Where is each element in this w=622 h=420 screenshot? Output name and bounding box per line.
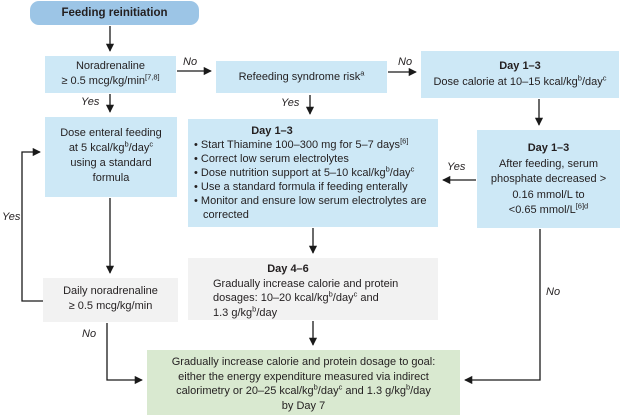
bullet-item: Use a standard formula if feeding entera… bbox=[194, 180, 432, 194]
node-text-line: Refeeding syndrome riska bbox=[238, 67, 365, 83]
node-text-line: at 5 kcal/kgb/dayc bbox=[68, 139, 154, 154]
node-text-line: 0.16 mmol/L to bbox=[512, 188, 585, 201]
node-header: Day 1–3 bbox=[251, 125, 293, 137]
node-text-line: using a standard bbox=[70, 157, 152, 169]
node-text-line: either the energy expenditure measured v… bbox=[178, 370, 429, 383]
node-text-line: After feeding, serum bbox=[498, 157, 599, 170]
node-day13-plan: Day 1–3 Start Thiamine 100–300 mg for 5–… bbox=[188, 119, 438, 227]
node-text-line: Dose enteral feeding bbox=[60, 127, 162, 139]
node-text-line: formula bbox=[92, 172, 130, 184]
edge-label-yes: Yes bbox=[281, 97, 300, 109]
node-text-line: Daily noradrenaline bbox=[63, 285, 158, 297]
node-refeeding-syndrome-risk: Refeeding syndrome riska bbox=[216, 61, 387, 93]
node-text-line: Noradrenaline bbox=[75, 60, 146, 72]
arrow-phosphate-no-to-goal bbox=[464, 229, 541, 385]
bullet-item: Monitor and ensure low serum electrolyte… bbox=[194, 194, 432, 222]
node-day46-increase: Day 4–6 Gradually increase calorie and p… bbox=[188, 258, 438, 320]
edge-label-yes: Yes bbox=[81, 96, 100, 108]
bullet-item: Dose nutrition support at 5–10 kcal/kgb/… bbox=[194, 165, 432, 180]
node-header: Day 4–6 bbox=[267, 263, 309, 275]
node-dose-enteral-feeding: Dose enteral feeding at 5 kcal/kgb/dayc … bbox=[45, 117, 177, 197]
node-goal: Gradually increase calorie and protein d… bbox=[147, 350, 460, 415]
node-text-line: <0.65 mmol/L[6]d bbox=[508, 201, 589, 216]
node-noradrenaline-check: Noradrenaline ≥ 0.5 mcg/kg/min[7,8] bbox=[45, 56, 176, 93]
node-text-line: Gradually increase calorie and protein d… bbox=[171, 356, 436, 368]
bullet-item: Correct low serum electrolytes bbox=[194, 152, 432, 166]
node-text-line: Dose calorie at 10–15 kcal/kgb/dayc bbox=[433, 73, 607, 88]
node-daily-noradrenaline-check: Daily noradrenaline ≥ 0.5 mcg/kg/min bbox=[43, 278, 178, 322]
node-text-line: by Day 7 bbox=[281, 399, 326, 412]
node-text-line: phosphate decreased > bbox=[490, 173, 607, 185]
node-header: Day 1–3 bbox=[527, 142, 570, 154]
node-text-line: ≥ 0.5 mcg/kg/min[7,8] bbox=[61, 72, 160, 87]
node-text-line: dosages: 10–20 kcal/kgb/dayc and bbox=[213, 289, 379, 304]
node-text-line: 1.3 g/kgb/day bbox=[213, 303, 278, 319]
node-day13-phosphate: Day 1–3 After feeding, serum phosphate d… bbox=[477, 130, 620, 228]
node-feeding-reinitiation: Feeding reinitiation bbox=[30, 1, 199, 25]
node-text-line: Gradually increase calorie and protein bbox=[213, 277, 399, 290]
edge-label-no: No bbox=[82, 328, 97, 340]
node-header: Day 1–3 bbox=[499, 60, 541, 72]
arrow-daily-noradrenaline-yes-loop-to-enteral bbox=[21, 147, 43, 302]
node-text-line: ≥ 0.5 mcg/kg/min bbox=[68, 300, 153, 312]
edge-label-no: No bbox=[398, 56, 413, 68]
node-day13-dose-calorie: Day 1–3 Dose calorie at 10–15 kcal/kgb/d… bbox=[421, 51, 619, 98]
arrow-daily-noradrenaline-no-to-goal bbox=[106, 323, 143, 385]
edge-label-no: No bbox=[183, 56, 198, 68]
edge-label-yes: Yes bbox=[447, 161, 466, 173]
edge-label-yes: Yes bbox=[2, 211, 21, 223]
bullet-item: Start Thiamine 100–300 mg for 5–7 days[6… bbox=[194, 137, 432, 152]
edge-label-no: No bbox=[546, 286, 561, 298]
node-text-line: calorimetry or 20–25 kcal/kgb/dayc and 1… bbox=[176, 382, 431, 397]
